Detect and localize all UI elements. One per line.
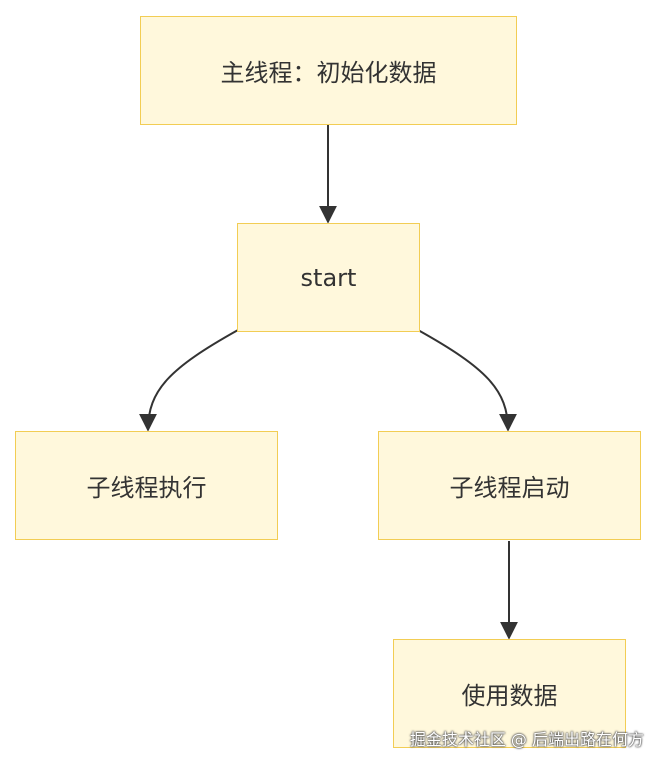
node-child-thread-exec-label: 子线程执行 [86,474,207,502]
node-use-data-label: 使用数据 [461,682,558,710]
edge-start-to-child-start [417,329,517,432]
node-use-data: 使用数据 [393,639,626,748]
watermark: 掘金技术社区 @ 后端出路在何方 [409,730,644,749]
node-start: start [237,223,420,332]
node-child-thread-start-label: 子线程启动 [449,474,570,502]
node-child-thread-start: 子线程启动 [378,431,641,540]
node-main-thread-init: 主线程：初始化数据 [140,16,517,125]
node-start-label: start [300,263,357,292]
node-main-thread-init-label: 主线程：初始化数据 [220,59,437,87]
node-child-thread-exec: 子线程执行 [15,431,278,540]
edge-start-to-child-exec [139,329,239,432]
